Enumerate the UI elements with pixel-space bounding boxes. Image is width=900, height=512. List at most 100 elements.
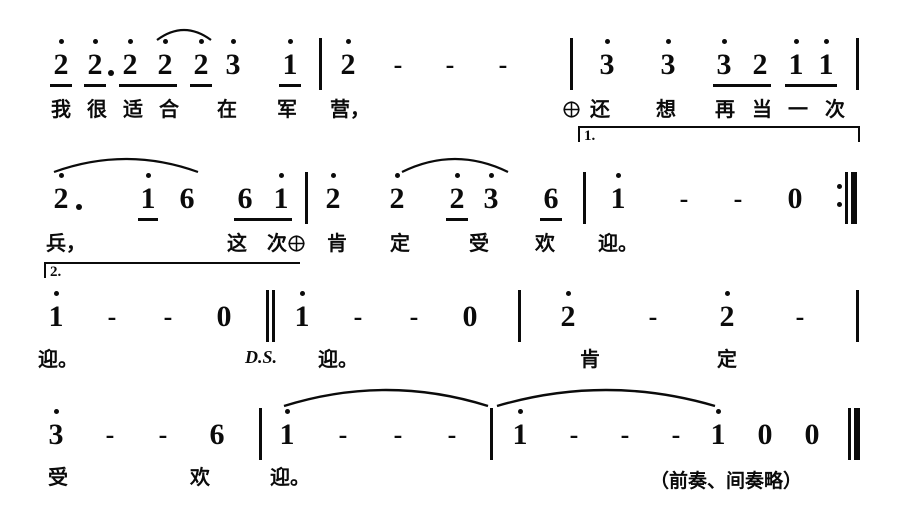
note: 1 bbox=[43, 291, 69, 332]
lyric: 兵， bbox=[46, 231, 86, 255]
octave-dot-icon bbox=[721, 39, 727, 44]
system-2: 2 1 6 6 1 2 2 2 3 6 1 - - 0 bbox=[0, 130, 900, 258]
octave-dot-icon bbox=[58, 39, 64, 44]
note-dash: - bbox=[648, 302, 658, 331]
barline bbox=[259, 408, 262, 460]
note: 2 bbox=[555, 291, 581, 332]
lyric: 肯 bbox=[580, 347, 600, 371]
volta-left-leg bbox=[578, 126, 580, 142]
note: 2 bbox=[48, 39, 74, 80]
lyric: 迎。 bbox=[318, 347, 358, 371]
octave-dot-icon bbox=[394, 173, 400, 178]
note: 2 bbox=[384, 173, 410, 214]
volta-label: 1. bbox=[584, 128, 596, 144]
slur-3 bbox=[400, 150, 510, 174]
note: 3 bbox=[220, 39, 246, 80]
lyric: 军 bbox=[277, 97, 297, 121]
lyric: 还 bbox=[590, 97, 610, 121]
note-dash: - bbox=[163, 302, 173, 331]
slur-5 bbox=[495, 380, 717, 408]
volta-top-line bbox=[578, 126, 860, 128]
note: 2 bbox=[752, 48, 768, 81]
barline bbox=[305, 172, 308, 224]
octave-dot-icon bbox=[488, 173, 494, 178]
segno-circle-cross-icon bbox=[288, 235, 305, 252]
octave-dot-icon bbox=[92, 39, 98, 44]
octave-dot-icon bbox=[145, 173, 151, 178]
note-dash: - bbox=[158, 420, 168, 449]
lyric: 适 bbox=[123, 97, 143, 121]
octave-dot-icon bbox=[230, 39, 236, 44]
note: 3 bbox=[711, 39, 737, 80]
note-dash: - bbox=[447, 420, 457, 449]
note-dash: - bbox=[671, 420, 681, 449]
barline bbox=[856, 290, 859, 342]
note: 1 bbox=[813, 39, 839, 80]
barline bbox=[856, 38, 859, 90]
note: 0 bbox=[757, 418, 773, 451]
lyric: 受 bbox=[48, 465, 68, 489]
note: 2 bbox=[117, 39, 143, 80]
note-dash: - bbox=[409, 302, 419, 331]
lyric: 想 bbox=[656, 97, 676, 121]
note-dash: - bbox=[569, 420, 579, 449]
octave-dot-icon bbox=[604, 39, 610, 44]
octave-dot-icon bbox=[823, 39, 829, 44]
volta-right-leg bbox=[858, 126, 860, 142]
ds-mark: D.S. bbox=[245, 347, 278, 367]
note: 2 bbox=[444, 173, 470, 214]
note-dash: - bbox=[733, 184, 743, 213]
note-dash: - bbox=[107, 302, 117, 331]
note: 2 bbox=[335, 39, 361, 80]
note-dash: - bbox=[795, 302, 805, 331]
note: 1 bbox=[277, 39, 303, 80]
lyric: 次 bbox=[825, 97, 845, 121]
lyric: 在 bbox=[217, 97, 237, 121]
augmentation-dot-icon bbox=[76, 204, 82, 210]
note: 1 bbox=[268, 173, 294, 214]
repeat-dot-icon bbox=[837, 184, 842, 189]
note-dash: - bbox=[445, 50, 455, 79]
slur-1 bbox=[155, 22, 213, 42]
note: 1 bbox=[135, 173, 161, 214]
lyric: 一 bbox=[788, 97, 808, 121]
note: 3 bbox=[594, 39, 620, 80]
note: 1 bbox=[605, 173, 631, 214]
note: 1 bbox=[274, 409, 300, 450]
volta-bracket-1: 1. bbox=[578, 126, 860, 162]
volta-left-leg bbox=[44, 262, 46, 278]
note: 0 bbox=[216, 300, 232, 333]
barline bbox=[583, 172, 586, 224]
repeat-dot-icon bbox=[837, 202, 842, 207]
slur-2 bbox=[52, 150, 200, 174]
lyric: 我 bbox=[51, 97, 71, 121]
note: 6 bbox=[543, 182, 559, 215]
end-repeat-barline bbox=[845, 172, 859, 224]
volta-top-line bbox=[44, 262, 300, 264]
barline bbox=[490, 408, 493, 460]
note: 2 bbox=[188, 39, 214, 80]
octave-dot-icon bbox=[724, 291, 730, 296]
octave-dot-icon bbox=[299, 291, 305, 296]
note: 6 bbox=[209, 418, 225, 451]
octave-dot-icon bbox=[162, 39, 168, 44]
note: 1 bbox=[783, 39, 809, 80]
octave-dot-icon bbox=[330, 173, 336, 178]
lyric: 受 bbox=[469, 231, 489, 255]
octave-dot-icon bbox=[565, 291, 571, 296]
beam bbox=[279, 84, 301, 87]
system-1: 2 2 2 2 2 3 1 2 - - - 3 3 3 2 1 1 bbox=[0, 0, 900, 130]
lyric: 很 bbox=[87, 97, 107, 121]
barline bbox=[518, 290, 521, 342]
note-dash: - bbox=[338, 420, 348, 449]
beam bbox=[84, 84, 106, 87]
beam bbox=[119, 84, 177, 87]
lyric: 迎。 bbox=[270, 465, 310, 489]
lyric: 次 bbox=[267, 231, 287, 255]
octave-dot-icon bbox=[615, 173, 621, 178]
octave-dot-icon bbox=[715, 409, 721, 414]
octave-dot-icon bbox=[665, 39, 671, 44]
lyric: 肯 bbox=[327, 231, 347, 255]
beam bbox=[446, 218, 468, 221]
